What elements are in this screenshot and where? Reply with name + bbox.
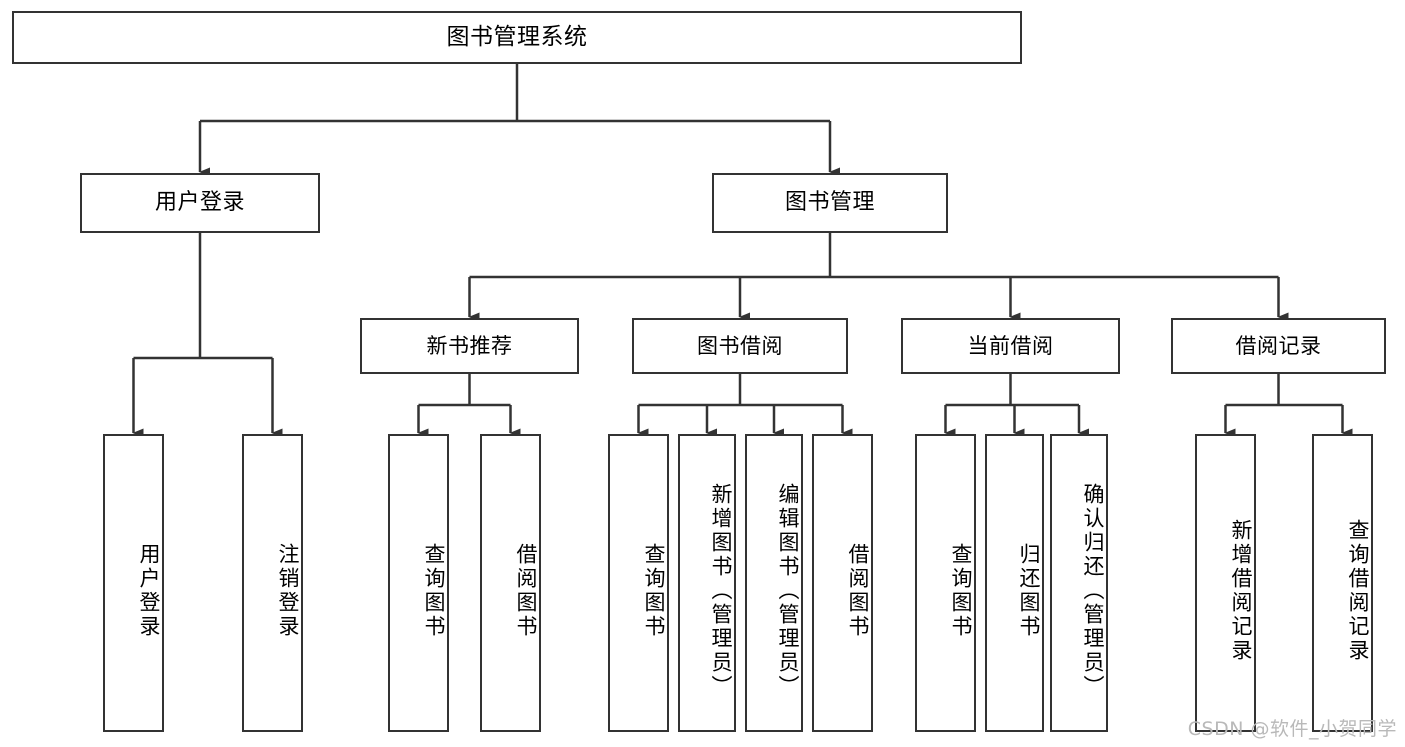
node-leaf-borrow-book[interactable]: 借阅图书 <box>812 434 873 732</box>
node-book-management[interactable]: 图书管理 <box>712 173 948 233</box>
node-leaf-return-book[interactable]: 归还图书 <box>985 434 1044 732</box>
node-label: 查询图书 <box>949 543 973 639</box>
node-label: 查询借阅记录 <box>1346 519 1370 663</box>
node-leaf-add-book-admin[interactable]: 新增图书（管理员） <box>678 434 736 732</box>
node-new-book-recommend[interactable]: 新书推荐 <box>360 318 579 374</box>
node-label: 确认归还（管理员） <box>1081 483 1105 699</box>
node-user-login[interactable]: 用户登录 <box>80 173 320 233</box>
node-label: 用户登录 <box>154 189 245 215</box>
node-leaf-add-borrow-record[interactable]: 新增借阅记录 <box>1195 434 1256 732</box>
node-label: 当前借阅 <box>967 333 1054 358</box>
node-label: 新增图书（管理员） <box>709 483 733 699</box>
node-label: 图书管理系统 <box>446 23 588 50</box>
node-leaf-query-book-recommend[interactable]: 查询图书 <box>388 434 449 732</box>
node-label: 编辑图书（管理员） <box>776 483 800 699</box>
node-leaf-query-borrow-record[interactable]: 查询借阅记录 <box>1312 434 1373 732</box>
node-label: 归还图书 <box>1017 543 1041 639</box>
node-label: 图书借阅 <box>697 333 783 358</box>
node-label: 图书管理 <box>784 189 875 215</box>
watermark-text: CSDN @软件_小贺同学 <box>1187 718 1397 740</box>
node-root-system[interactable]: 图书管理系统 <box>12 11 1022 64</box>
node-label: 注销登录 <box>276 543 300 639</box>
node-leaf-query-book-current[interactable]: 查询图书 <box>915 434 976 732</box>
node-current-borrow[interactable]: 当前借阅 <box>901 318 1120 374</box>
node-label: 新增借阅记录 <box>1229 519 1253 663</box>
node-borrow-record[interactable]: 借阅记录 <box>1171 318 1386 374</box>
node-leaf-user-login[interactable]: 用户登录 <box>103 434 164 732</box>
node-label: 查询图书 <box>422 543 446 639</box>
node-leaf-confirm-return-admin[interactable]: 确认归还（管理员） <box>1050 434 1108 732</box>
node-leaf-logout[interactable]: 注销登录 <box>242 434 303 732</box>
node-leaf-edit-book-admin[interactable]: 编辑图书（管理员） <box>745 434 803 732</box>
node-leaf-query-book-borrow[interactable]: 查询图书 <box>608 434 669 732</box>
node-label: 新书推荐 <box>426 333 513 358</box>
node-leaf-borrow-book-recommend[interactable]: 借阅图书 <box>480 434 541 732</box>
node-book-borrow[interactable]: 图书借阅 <box>632 318 848 374</box>
node-label: 借阅图书 <box>514 543 538 639</box>
node-label: 用户登录 <box>137 543 161 639</box>
node-label: 查询图书 <box>642 543 666 639</box>
node-label: 借阅记录 <box>1235 333 1322 358</box>
node-label: 借阅图书 <box>846 543 870 639</box>
